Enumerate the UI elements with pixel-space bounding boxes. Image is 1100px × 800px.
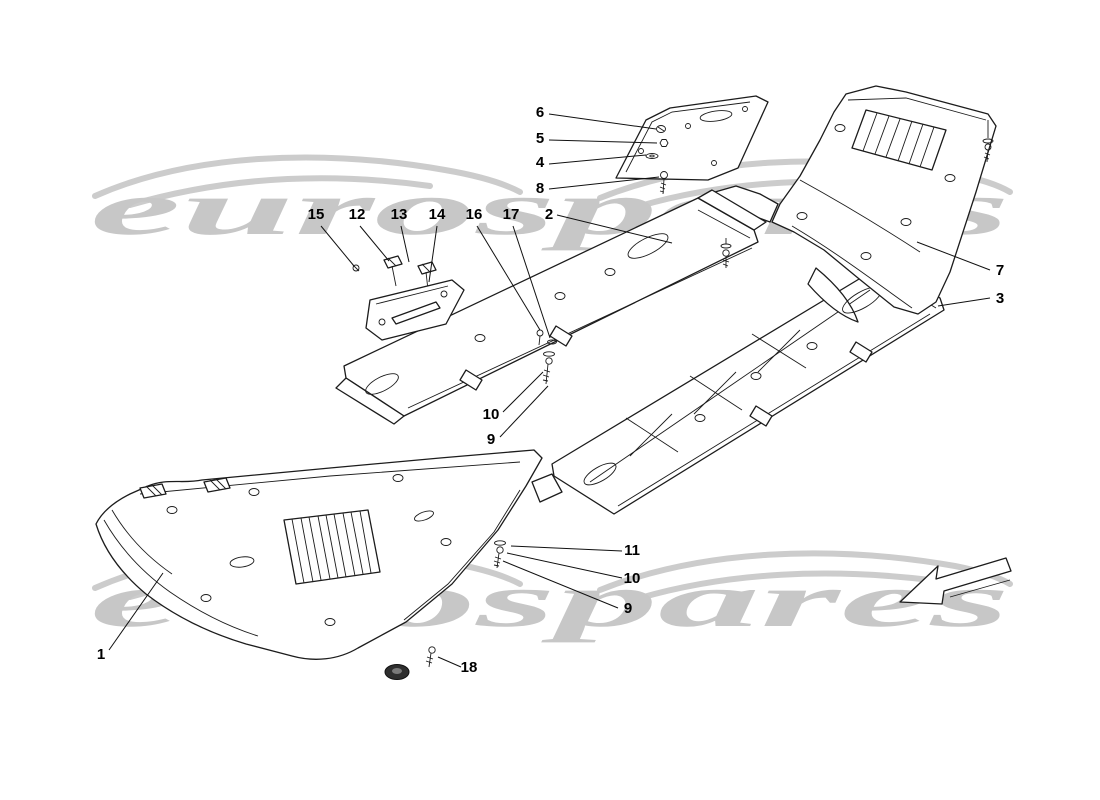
callout-1: 1 — [97, 646, 105, 663]
panel-3-floor-panel — [531, 263, 945, 515]
callout-11: 11 — [624, 542, 640, 559]
direction-arrow-icon — [899, 557, 1012, 605]
callout-17: 17 — [503, 206, 520, 223]
callout-8: 8 — [536, 180, 544, 197]
callout-16: 16 — [466, 206, 483, 223]
callout-10-lower: 10 — [624, 570, 641, 587]
panel-2-centre-panel — [335, 189, 767, 425]
heat-shield-plate — [615, 95, 769, 181]
support-bracket — [352, 255, 465, 341]
grommet-item-18 — [384, 664, 410, 680]
nut-item-5 — [659, 139, 669, 147]
panel-1-front-undertray — [95, 449, 543, 660]
washer-item-4 — [645, 153, 659, 159]
screw-item-18 — [425, 646, 436, 668]
callout-7: 7 — [996, 262, 1004, 279]
callout-4: 4 — [536, 154, 545, 171]
screw-centre — [542, 351, 555, 385]
callout-12: 12 — [349, 206, 366, 223]
callout-9-upper: 9 — [487, 431, 495, 448]
leader-lines — [108, 113, 991, 668]
callout-9-lower: 9 — [624, 600, 632, 617]
callout-10-upper: 10 — [483, 406, 500, 423]
callout-5: 5 — [536, 130, 544, 147]
callout-15: 15 — [308, 206, 325, 223]
callout-labels: 6 5 4 8 2 15 12 13 14 16 17 7 3 10 9 11 … — [97, 104, 1004, 676]
screw-lower — [493, 540, 506, 569]
screw-top-right — [982, 120, 994, 163]
callout-2: 2 — [545, 206, 553, 223]
screw-item-6 — [656, 125, 666, 133]
callout-3: 3 — [996, 290, 1004, 307]
fasteners — [384, 120, 994, 680]
callout-13: 13 — [391, 206, 408, 223]
callout-18: 18 — [461, 659, 478, 676]
screw-panel-2-end — [720, 238, 732, 268]
callout-14: 14 — [429, 206, 446, 223]
callout-6: 6 — [536, 104, 544, 121]
screw-item-8 — [659, 171, 668, 195]
